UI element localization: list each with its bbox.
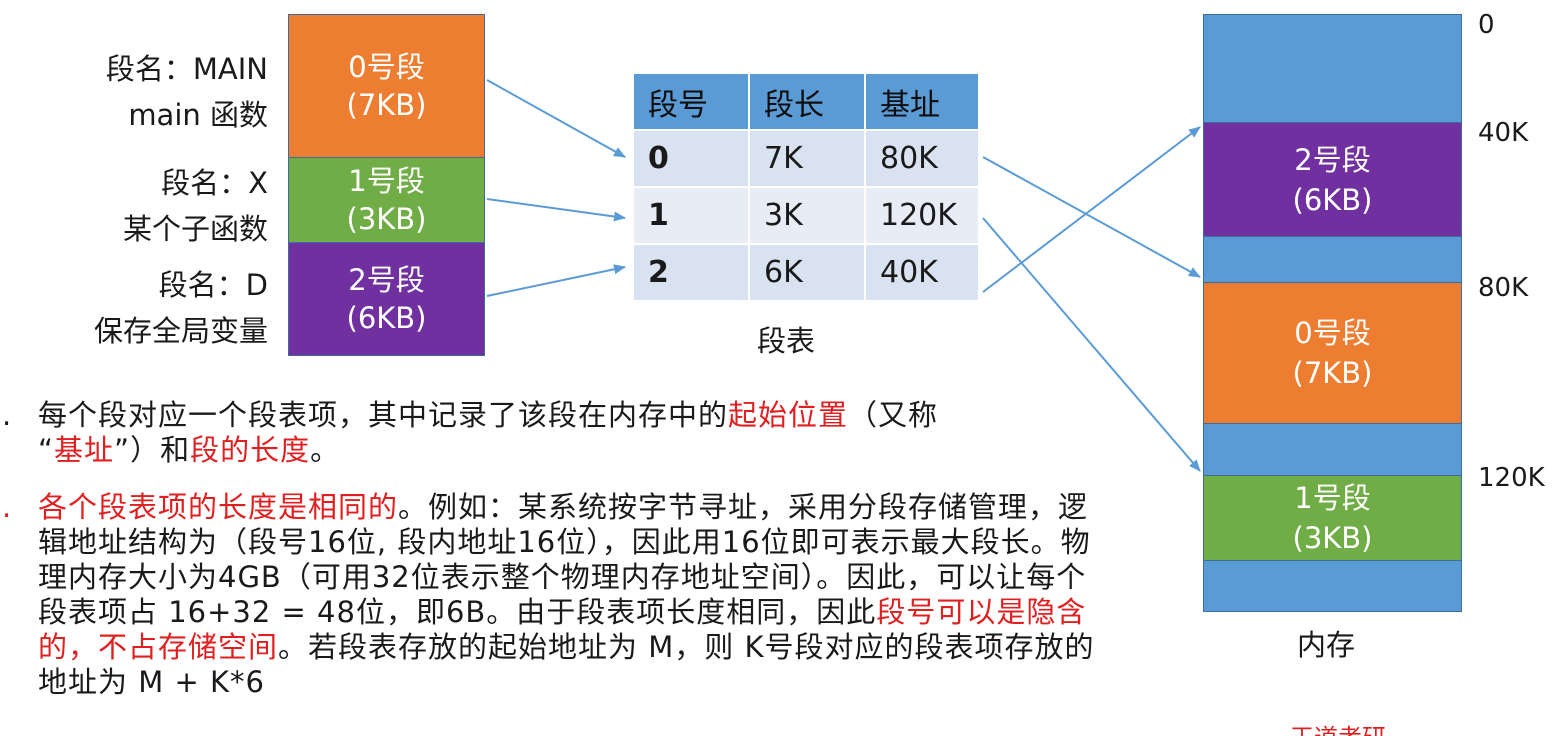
bullet-2: . (2, 490, 12, 524)
logical-segment-1: 1号段 (3KB) (288, 157, 485, 243)
memory-block-segment-1: 1号段 (3KB) (1203, 475, 1462, 561)
header-seg-no: 段号 (634, 74, 748, 129)
segment-1-label: 段名：X 某个子函数 (122, 166, 268, 246)
cell-seg-no: 0 (634, 131, 748, 186)
cell-base: 80K (866, 131, 978, 186)
arrow-table-row2-to-memory (982, 126, 1201, 293)
address-label-40k: 40K (1478, 118, 1529, 148)
header-base: 基址 (866, 74, 978, 129)
memory-block-segment-0: 0号段 (7KB) (1203, 282, 1462, 424)
arrow-seg0-to-table (486, 79, 626, 158)
segment-2-label: 段名：D 保存全局变量 (93, 268, 268, 348)
table-row: 0 7K 80K (634, 131, 978, 186)
paragraph-1: 每个段对应一个段表项，其中记录了该段在内存中的起始位置（又称 “基址”）和段的长… (38, 398, 939, 467)
cell-seg-no: 2 (634, 245, 748, 300)
segment-table: 段号 段长 基址 0 7K 80K 1 3K 120K 2 6K 40K (632, 72, 980, 302)
arrow-seg2-to-table (486, 264, 626, 297)
cell-seg-len: 3K (750, 188, 864, 243)
address-label-120k: 120K (1478, 463, 1545, 493)
segment-table-header: 段号 段长 基址 (634, 74, 978, 129)
bullet-1: . (2, 398, 12, 432)
address-label-80k: 80K (1478, 273, 1529, 303)
paragraph-2: 各个段表项的长度是相同的。例如：某系统按字节寻址，采用分段存储管理，逻辑地址结构… (38, 490, 1095, 699)
corner-watermark: 王道考研 (1290, 718, 1386, 736)
cell-seg-no: 1 (634, 188, 748, 243)
cell-seg-len: 6K (750, 245, 864, 300)
memory-block-segment-2: 2号段 (6KB) (1203, 122, 1462, 237)
cell-base: 120K (866, 188, 978, 243)
cell-base: 40K (866, 245, 978, 300)
cell-seg-len: 7K (750, 131, 864, 186)
segment-table-caption: 段表 (757, 324, 816, 358)
arrow-seg1-to-table (486, 198, 626, 222)
segment-0-label: 段名：MAIN main 函数 (105, 52, 268, 132)
address-label-0: 0 (1478, 10, 1495, 40)
table-row: 2 6K 40K (634, 245, 978, 300)
arrow-table-row1-to-memory (982, 217, 1201, 472)
arrow-table-row0-to-memory (982, 156, 1201, 278)
header-seg-len: 段长 (750, 74, 864, 129)
table-row: 1 3K 120K (634, 188, 978, 243)
memory-caption: 内存 (1297, 628, 1356, 662)
logical-segment-2: 2号段 (6KB) (288, 242, 485, 356)
